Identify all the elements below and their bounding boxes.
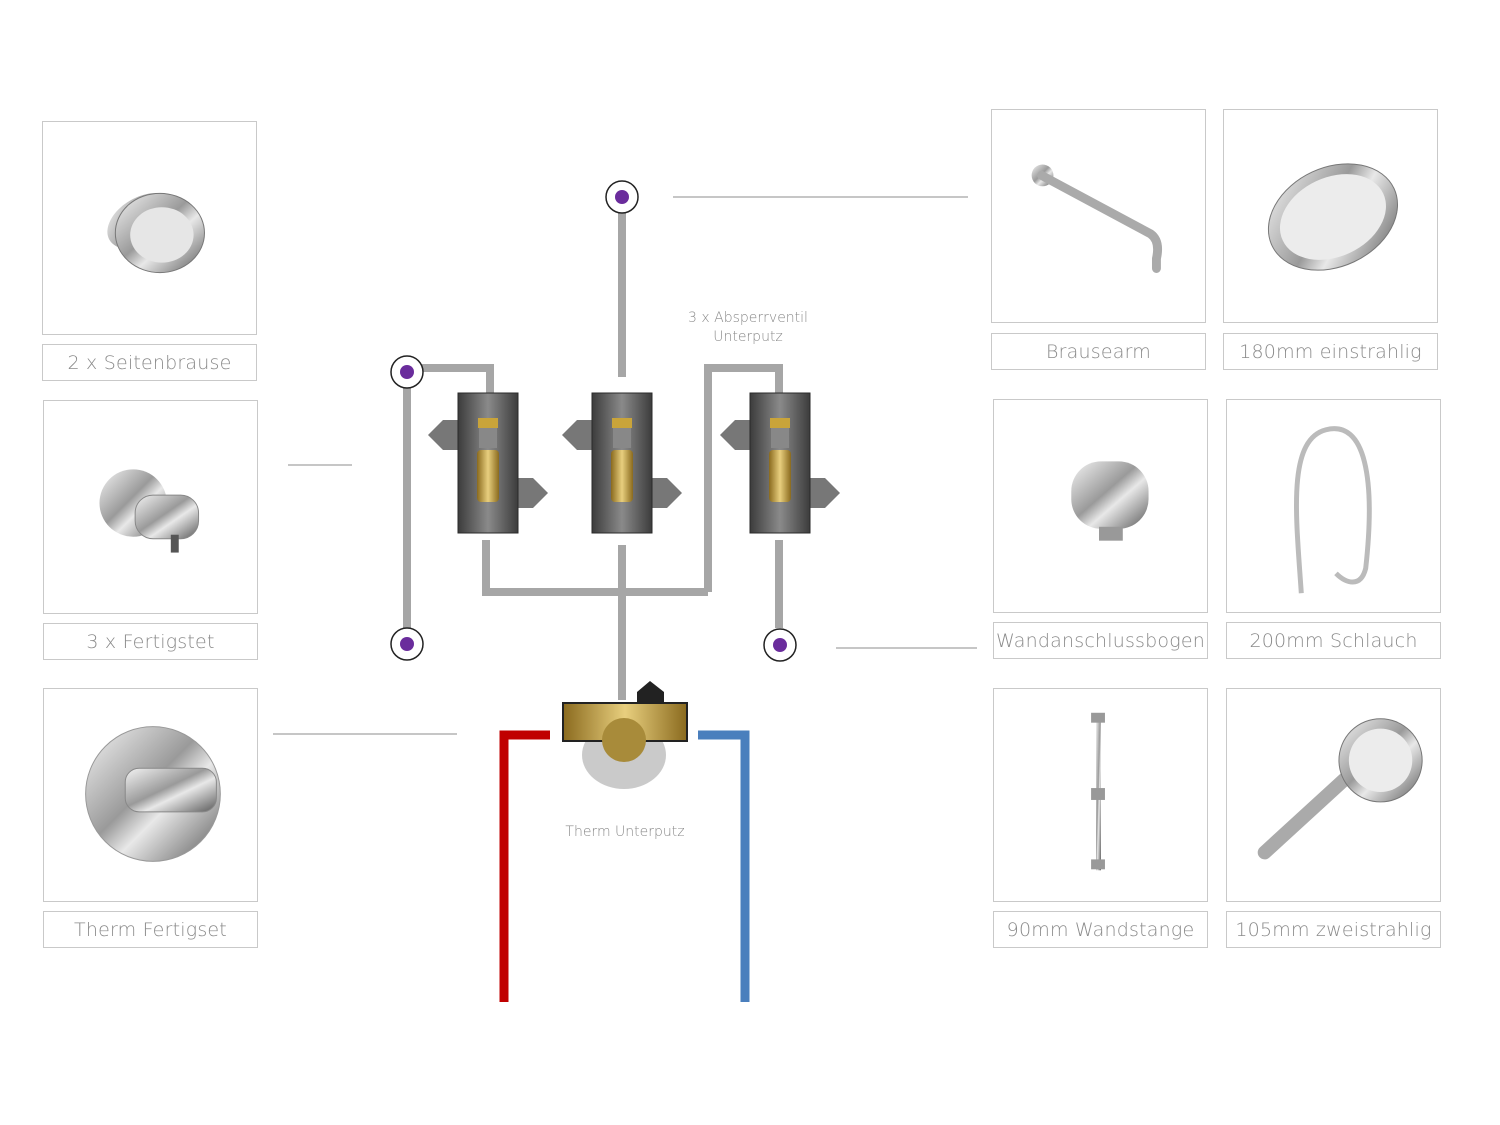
- outlet-marker-left-top: [390, 355, 424, 389]
- rain-shower-head-icon: [1267, 163, 1399, 271]
- valves-caption-line2: Unterputz: [713, 329, 783, 345]
- stop-valve-1: [428, 392, 548, 534]
- pipe-manifold: [482, 540, 708, 596]
- product-label-seitenbrause: 2 x Seitenbrause: [42, 344, 257, 381]
- product-label-fertigset: 3 x Fertigstet: [43, 623, 258, 660]
- outlet-marker-left-bottom: [390, 627, 424, 661]
- connector-lines: [273, 196, 977, 735]
- stop-valve-2: [562, 392, 682, 534]
- side-shower-head-icon: [107, 192, 205, 274]
- gray-pipes: [403, 213, 783, 700]
- product-card-seitenbrause[interactable]: [42, 121, 257, 335]
- product-label-handbrause: 105mm zweistrahlig: [1226, 911, 1441, 948]
- stop-valves: [428, 392, 840, 534]
- product-label-schlauch: 200mm Schlauch: [1226, 622, 1441, 659]
- product-card-therm-fertigset[interactable]: [43, 688, 258, 902]
- product-card-wandanschluss[interactable]: [993, 399, 1208, 613]
- product-card-wandstange[interactable]: [993, 688, 1208, 902]
- product-label-brausearm: Brausearm: [991, 333, 1206, 370]
- stop-valve-handle-icon: [99, 469, 200, 553]
- slide-rail-icon: [1091, 712, 1105, 871]
- product-card-handbrause[interactable]: [1226, 688, 1441, 902]
- valves-caption: 3 x Absperrventil Unterputz: [668, 309, 828, 347]
- outlet-markers: [390, 180, 797, 662]
- thermostat-trim-icon: [85, 726, 221, 862]
- hot-water-pipe: [499, 730, 550, 1002]
- product-card-brausearm[interactable]: [991, 109, 1206, 323]
- product-card-fertigset[interactable]: [43, 400, 258, 614]
- hand-shower-icon: [1257, 718, 1423, 860]
- cold-water-pipe: [698, 730, 750, 1002]
- pipe-left-top: [420, 364, 494, 400]
- valves-caption-line1: 3 x Absperrventil: [688, 310, 808, 326]
- stop-valve-3: [720, 392, 840, 534]
- product-label-wandstange: 90mm Wandstange: [993, 911, 1208, 948]
- product-card-kopfbrause[interactable]: [1223, 109, 1438, 323]
- outlet-marker-top: [605, 180, 639, 214]
- product-label-therm-fertigset: Therm Fertigset: [43, 911, 258, 948]
- wall-outlet-elbow-icon: [1071, 461, 1149, 541]
- thermostat-valve-body: [562, 681, 688, 789]
- shower-arm-icon: [1031, 164, 1163, 273]
- pipe-right-top: [704, 364, 783, 592]
- product-card-schlauch[interactable]: [1226, 399, 1441, 613]
- thermostat-caption: Therm Unterputz: [565, 824, 685, 840]
- outlet-marker-right-bottom: [763, 628, 797, 662]
- product-label-wandanschluss: Wandanschlussbogen: [993, 622, 1208, 659]
- shower-hose-icon: [1294, 426, 1372, 594]
- product-label-kopfbrause: 180mm einstrahlig: [1223, 333, 1438, 370]
